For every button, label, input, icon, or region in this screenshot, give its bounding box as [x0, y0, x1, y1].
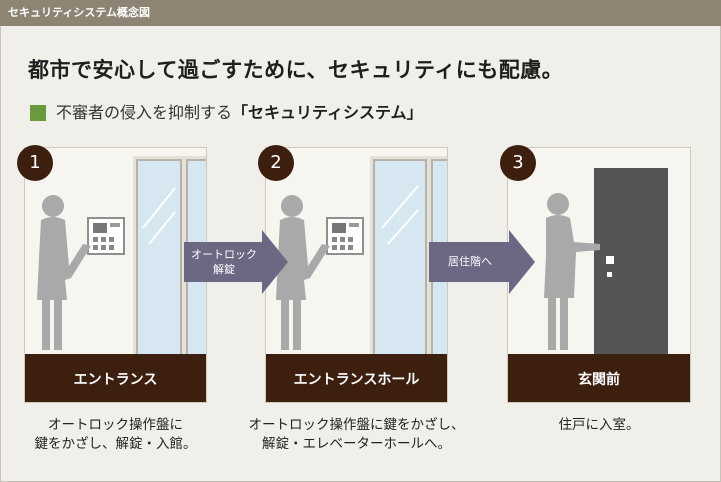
step-1-base [25, 354, 206, 402]
subheading-emphasis: 「セキュリティシステム」 [232, 103, 423, 122]
intercom-panel-icon [87, 217, 125, 255]
step-3-illustration [544, 168, 668, 354]
arrow-autolock-line-2: 解錠 [213, 263, 235, 276]
step-1-caption-line-2: 鍵をかざし、解錠・入館。 [34, 436, 197, 452]
step-2-caption-line-1: オートロック操作盤に鍵をかざし、 [248, 417, 465, 433]
step-1-caption-line-1: オートロック操作盤に [48, 417, 183, 433]
person-silhouette-icon [37, 195, 91, 350]
arrow-autolock: オートロック 解錠 [184, 230, 288, 294]
subheading-prefix: 不審者の侵入を抑制する [56, 103, 233, 122]
step-2-label: エントランスホール [293, 372, 420, 388]
step-1-caption: オートロック操作盤に 鍵をかざし、解錠・入館。 [10, 416, 221, 454]
step-3-panel: 玄関前 [507, 147, 691, 403]
step-2-panel: エントランスホール [265, 147, 448, 403]
step-2-number: 2 [258, 145, 294, 181]
step-1-label: エントランス [73, 372, 158, 388]
step-2-illustration [276, 156, 447, 357]
green-square-icon [30, 105, 46, 121]
step-1-panel: エントランス [24, 147, 207, 403]
step-1-illustration [37, 156, 206, 357]
arrow-residential-floor-text: 居住階へ [429, 254, 511, 269]
step-2-base [266, 354, 447, 402]
arrow-autolock-line-1: オートロック [191, 248, 257, 261]
step-3-label: 玄関前 [578, 372, 620, 388]
step-1-number: 1 [17, 145, 53, 181]
header-title: セキュリティシステム概念図 [8, 6, 151, 19]
step-2-caption: オートロック操作盤に鍵をかざし、 解錠・エレベーターホールへ。 [236, 416, 477, 454]
intercom-panel-icon [326, 217, 364, 255]
subheading-text: 不審者の侵入を抑制する「セキュリティシステム」 [56, 102, 423, 124]
step-3-caption-line-1: 住戸に入室。 [558, 417, 640, 433]
right-arrow-icon [184, 230, 288, 294]
step-3-base [508, 354, 690, 402]
entrance-door-icon [594, 168, 668, 354]
step-2-caption-line-2: 解錠・エレベーターホールへ。 [262, 436, 451, 452]
right-arrow-icon [429, 230, 535, 294]
arrow-autolock-text: オートロック 解錠 [184, 247, 264, 277]
step-3-number: 3 [500, 145, 536, 181]
header-bar: セキュリティシステム概念図 [0, 0, 721, 26]
person-silhouette-icon [544, 193, 600, 350]
arrow-residential-floor-line-1: 居住階へ [448, 255, 492, 268]
person-silhouette-icon [276, 195, 330, 350]
arrow-residential-floor: 居住階へ [429, 230, 535, 294]
step-3-caption: 住戸に入室。 [507, 416, 691, 435]
headline: 都市で安心して過ごすために、セキュリティにも配慮。 [28, 58, 564, 82]
